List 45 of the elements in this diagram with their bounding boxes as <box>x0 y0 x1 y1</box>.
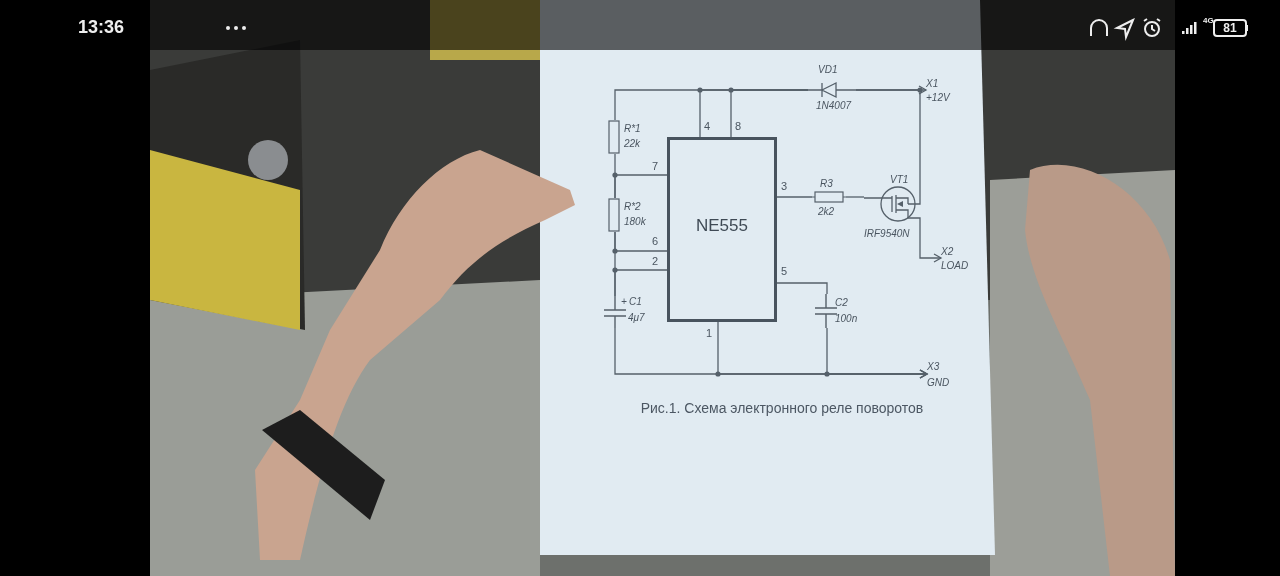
component-label: R*1 <box>624 123 641 135</box>
wire <box>776 196 813 198</box>
wire <box>826 327 928 379</box>
wire <box>855 89 921 175</box>
wire <box>730 89 809 138</box>
pin-number: 1 <box>705 327 714 339</box>
component-label: 4μ7 <box>628 312 645 324</box>
pin-number: 4 <box>703 120 712 132</box>
terminal-label: LOAD <box>941 260 969 272</box>
terminal-label: GND <box>927 377 950 389</box>
network-type: 4G <box>1203 16 1214 25</box>
battery-indicator: 81 <box>1213 19 1247 37</box>
terminal-label: X1 <box>926 78 939 90</box>
status-time: 13:36 <box>78 17 125 38</box>
component-label: C1 <box>629 296 642 308</box>
pin-number: 6 <box>651 235 660 247</box>
component-label: VD1 <box>818 64 838 76</box>
component-label: R*2 <box>624 201 641 213</box>
component-label: R3 <box>820 178 833 190</box>
terminal-label: +12V <box>926 92 950 104</box>
wire <box>614 269 668 297</box>
chip-label: NE555 <box>695 216 749 236</box>
component-label: C2 <box>835 297 848 309</box>
component-label: + <box>621 296 627 308</box>
pin-number: 3 <box>780 180 789 192</box>
component-label: IRF9540N <box>864 228 910 240</box>
wire <box>614 231 668 252</box>
component-label: 1N4007 <box>816 100 852 112</box>
pin-number: 2 <box>651 255 660 267</box>
wire <box>919 243 942 263</box>
component-label: 180k <box>624 216 646 228</box>
terminal-label: X3 <box>927 361 940 373</box>
component-label: 22k <box>624 138 641 150</box>
wire <box>614 174 668 199</box>
terminal-label: X2 <box>941 246 954 258</box>
component-label: 100n <box>835 313 858 325</box>
figure-caption: Рис.1. Схема электронного реле поворотов <box>639 400 925 416</box>
wire <box>845 196 865 198</box>
pin-number: 8 <box>734 120 743 132</box>
wire <box>776 282 828 295</box>
pin-number: 7 <box>651 160 660 172</box>
component-label: VT1 <box>890 174 909 186</box>
component-label: 2k2 <box>818 206 835 218</box>
ic-chip <box>667 137 777 322</box>
pin-number: 5 <box>780 265 789 277</box>
